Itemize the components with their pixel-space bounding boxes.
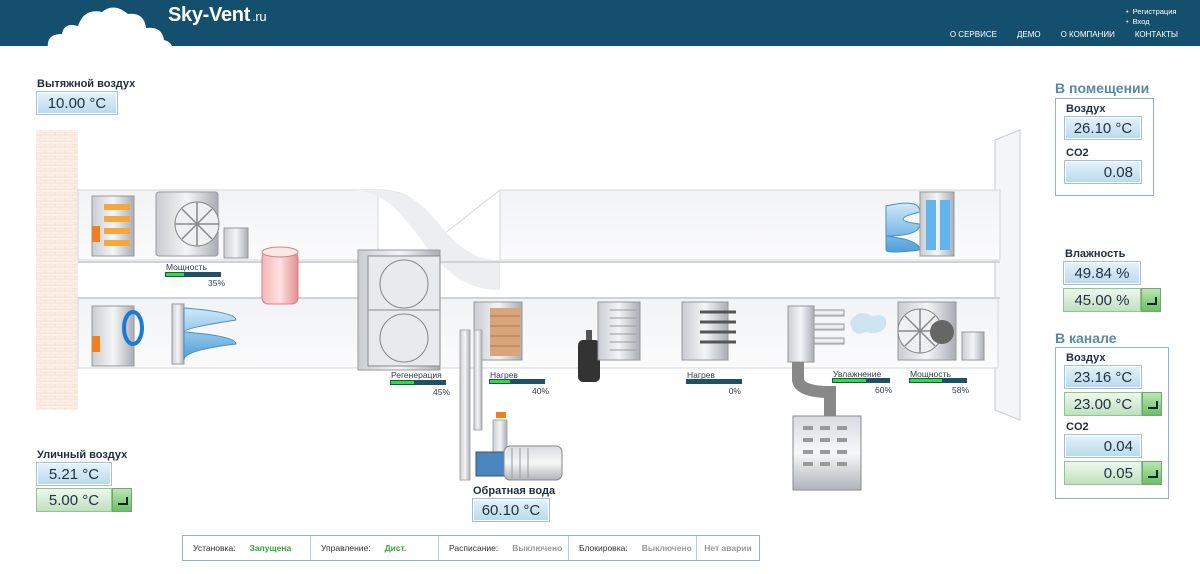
duct-air-temp: 23.16 °C	[1064, 365, 1142, 389]
status-control-label: Управление:	[321, 543, 371, 553]
status-unit-value: Запущена	[249, 543, 292, 553]
supply-fan-icon	[897, 301, 985, 361]
header-bar: Sky-Vent.ru Регистрация Вход О СЕРВИСЕ Д…	[0, 0, 1200, 48]
room-panel	[1055, 98, 1154, 196]
duct-co2-setpoint[interactable]: 0.05	[1064, 461, 1142, 485]
duct-section-title: В канале	[1055, 330, 1117, 346]
humidity-setpoint-apply-button[interactable]	[1141, 288, 1161, 312]
exhaust-air-label: Вытяжной воздух	[37, 78, 136, 90]
status-unit: Установка: Запущена	[183, 536, 311, 560]
heat1-label: Нагрев	[490, 370, 518, 380]
exhaust-fan-label: Мощность	[166, 262, 207, 272]
return-water-temp: 60.10 °C	[472, 498, 550, 522]
duct-co2-value: 0.04	[1064, 434, 1142, 458]
supply-duct	[77, 297, 999, 369]
room-air-temp: 26.10 °C	[1064, 116, 1142, 140]
duct-air-setpoint-apply-button[interactable]	[1142, 392, 1162, 416]
room-co2-label: CO2	[1066, 147, 1089, 159]
status-schedule-label: Расписание:	[449, 543, 499, 553]
exhaust-fan-bar	[165, 272, 221, 277]
wall-left-lower	[36, 300, 78, 410]
status-unit-label: Установка:	[193, 543, 236, 553]
humid-percent: 60%	[874, 385, 892, 395]
room-co2-value: 0.08	[1064, 160, 1142, 184]
status-alarm-value: Нет аварии	[704, 543, 752, 553]
status-control: Управление: Дист.	[311, 536, 439, 560]
regen-bar	[390, 380, 446, 385]
humidity-label: Влажность	[1065, 248, 1126, 260]
status-lock-value: Выключено	[641, 543, 692, 553]
regen-label: Регенерация	[391, 370, 442, 380]
supply-fan-bar	[909, 378, 967, 383]
register-link[interactable]: Регистрация	[1126, 7, 1177, 17]
status-alarm: Нет аварии	[697, 536, 759, 560]
recuperator-coil-icon	[261, 246, 299, 305]
water-heater-icon	[473, 301, 523, 361]
room-section-title: В помещении	[1055, 80, 1150, 96]
exhaust-air-temp: 10.00 °C	[36, 91, 118, 115]
damper-icon	[597, 301, 641, 361]
humid-bar	[832, 378, 890, 383]
nav-item-service[interactable]: О СЕРВИСЕ	[949, 30, 997, 39]
heat-exchanger-icon	[357, 249, 441, 371]
heat1-bar	[489, 379, 545, 384]
exhaust-fan-percent: 35%	[207, 278, 225, 288]
status-schedule-value: Выключено	[512, 543, 563, 553]
heat1-percent: 40%	[531, 386, 549, 396]
outdoor-air-temp: 5.21 °C	[36, 462, 112, 486]
main-nav: О СЕРВИСЕ ДЕМО О КОМПАНИИ КОНТАКТЫ	[950, 30, 1178, 39]
status-schedule: Расписание: Выключено	[439, 536, 569, 560]
login-link[interactable]: Вход	[1126, 17, 1176, 27]
nav-item-demo[interactable]: ДЕМО	[1016, 30, 1041, 39]
site-logo[interactable]: Sky-Vent.ru	[168, 4, 267, 26]
nav-item-contacts[interactable]: КОНТАКТЫ	[1134, 30, 1178, 39]
humidity-value: 49.84 %	[1063, 261, 1141, 285]
regen-percent: 45%	[432, 387, 450, 397]
status-lock-label: Блокировка:	[579, 543, 628, 553]
room-air-label: Воздух	[1066, 103, 1106, 115]
status-lock: Блокировка: Выключено	[569, 536, 697, 560]
heat2-percent: 0%	[728, 386, 741, 396]
nav-item-company[interactable]: О КОМПАНИИ	[1060, 30, 1115, 39]
exhaust-filter-icon	[885, 191, 955, 257]
valve-actuator-icon	[578, 330, 600, 382]
outdoor-air-setpoint[interactable]: 5.00 °C	[36, 488, 112, 512]
duct-panel	[1055, 347, 1169, 499]
humid-label: Увлажнение	[833, 369, 882, 379]
duct-air-label: Воздух	[1066, 352, 1106, 364]
heat2-label: Нагрев	[687, 370, 715, 380]
status-bar: Установка: Запущена Управление: Дист. Ра…	[182, 535, 760, 561]
auth-links: Регистрация Вход	[1126, 7, 1177, 27]
circulation-pump-icon	[475, 445, 563, 481]
outdoor-setpoint-apply-button[interactable]	[112, 488, 132, 512]
supply-fan-label: Мощность	[910, 369, 951, 379]
status-control-value: Дист.	[384, 543, 407, 553]
supply-filter-icon	[171, 303, 237, 365]
humidity-setpoint[interactable]: 45.00 %	[1063, 288, 1141, 312]
supply-fan-percent: 58%	[951, 385, 969, 395]
electric-heater-icon	[681, 301, 736, 361]
duct-co2-setpoint-apply-button[interactable]	[1142, 461, 1162, 485]
duct-co2-label: CO2	[1066, 421, 1089, 433]
outdoor-air-label: Уличный воздух	[37, 449, 128, 461]
humidifier-icon	[787, 305, 887, 491]
duct-air-setpoint[interactable]: 23.00 °C	[1064, 392, 1142, 416]
return-water-label: Обратная вода	[473, 485, 556, 497]
heat2-bar	[686, 379, 742, 384]
cloud-logo-icon	[47, 7, 172, 48]
